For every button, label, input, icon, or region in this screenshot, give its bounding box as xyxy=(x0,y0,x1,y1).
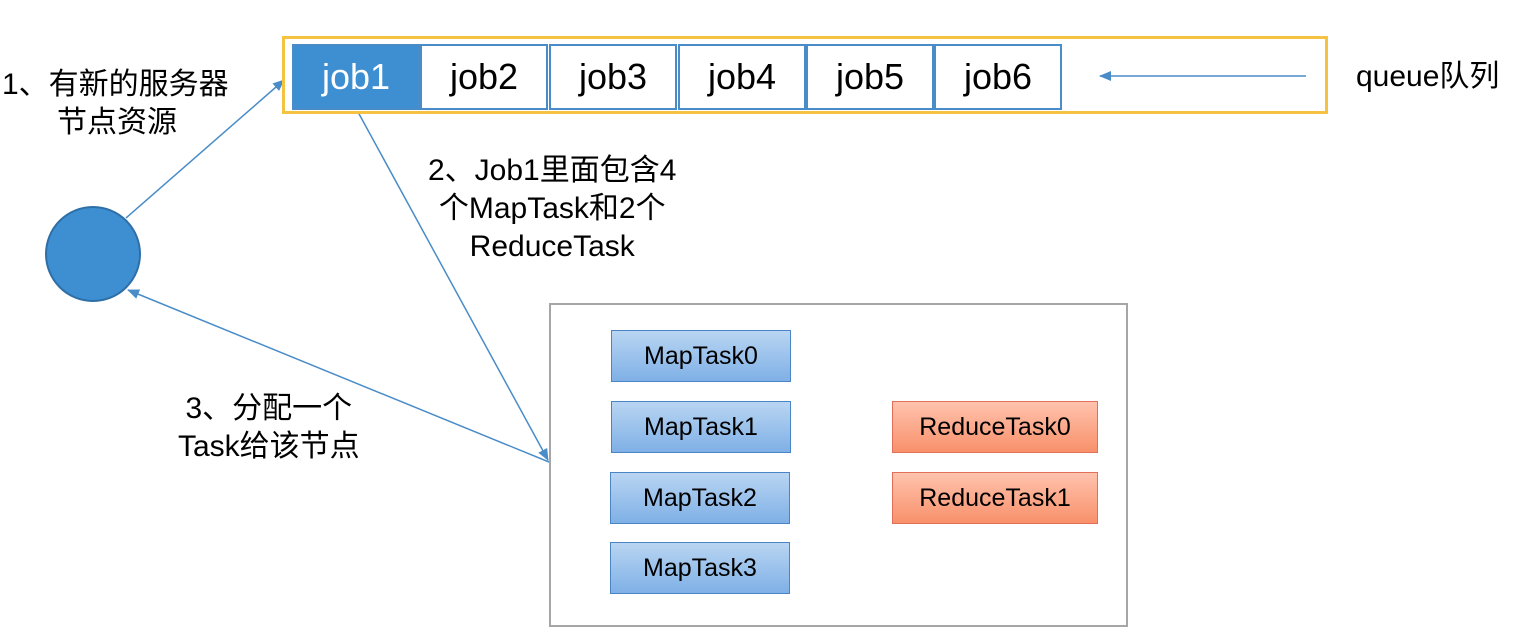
step1-line2: 节点资源 xyxy=(57,106,177,139)
step2-line1: 2、Job1里面包含4 xyxy=(428,154,677,187)
map-task-3: MapTask3 xyxy=(610,542,790,594)
step3-line1: 3、分配一个 xyxy=(185,392,353,425)
step2-line3: ReduceTask xyxy=(469,230,635,263)
step2-label: 2、Job1里面包含4 个MapTask和2个 ReduceTask xyxy=(428,152,676,266)
job-cell-job6: job6 xyxy=(934,44,1062,110)
queue-frame xyxy=(282,36,1328,114)
reduce-task-0: ReduceTask0 xyxy=(892,401,1098,453)
step2-line2: 个MapTask和2个 xyxy=(438,192,666,225)
arrow-node-to-queue xyxy=(125,79,285,219)
job-cell-job4: job4 xyxy=(678,44,806,110)
job1-tasks-frame xyxy=(549,303,1128,627)
step3-label: 3、分配一个 Task给该节点 xyxy=(178,390,360,466)
step3-line2: Task给该节点 xyxy=(178,430,360,463)
map-task-2: MapTask2 xyxy=(610,472,790,524)
job-cell-job5: job5 xyxy=(806,44,934,110)
arrow-job1-to-tasks xyxy=(357,111,549,461)
reduce-task-1: ReduceTask1 xyxy=(892,472,1098,524)
step1-label: 1、有新的服务器 节点资源 xyxy=(2,66,229,142)
job-cell-job2: job2 xyxy=(420,44,548,110)
step1-line1: 1、有新的服务器 xyxy=(2,68,229,101)
map-task-0: MapTask0 xyxy=(611,330,791,382)
job-cell-job3: job3 xyxy=(549,44,677,110)
map-task-1: MapTask1 xyxy=(611,401,791,453)
job-cell-job1: job1 xyxy=(292,44,420,110)
queue-label: queue队列 xyxy=(1356,60,1500,93)
arrow-tasks-to-node xyxy=(127,289,550,463)
server-node xyxy=(45,206,141,302)
